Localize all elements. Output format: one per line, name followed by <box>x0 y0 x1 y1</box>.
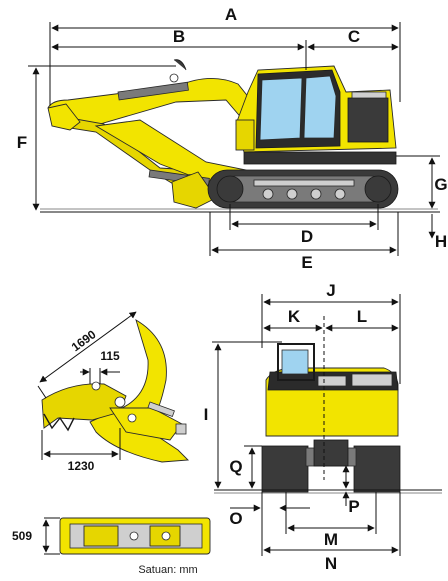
label-N: N <box>325 554 337 573</box>
side-view: A B C F G H D E <box>17 5 448 272</box>
label-F: F <box>17 133 27 152</box>
bucket-width-value: 1230 <box>68 459 95 473</box>
label-O: O <box>229 509 242 528</box>
excavator-track-side <box>207 169 399 209</box>
bucket-reach-line <box>39 311 137 383</box>
excavator-upper-body <box>235 65 397 165</box>
label-D: D <box>301 227 313 246</box>
left-track <box>261 445 309 493</box>
label-J: J <box>326 281 335 300</box>
label-C: C <box>348 27 360 46</box>
front-view: J K L I Q P O M N <box>204 281 442 573</box>
units-note: Satuan: mm <box>138 564 197 576</box>
label-A: A <box>225 5 237 24</box>
label-B: B <box>173 27 185 46</box>
label-E: E <box>301 253 312 272</box>
label-G: G <box>434 175 447 194</box>
label-P: P <box>348 497 359 516</box>
label-M: M <box>324 530 338 549</box>
right-track <box>353 445 401 493</box>
label-H: H <box>435 232 447 251</box>
label-Q: Q <box>229 457 242 476</box>
label-L: L <box>357 307 367 326</box>
bucket-height-value: 509 <box>12 529 32 543</box>
bucket-pin-value: 115 <box>100 349 120 363</box>
bucket-top-view: 509 <box>12 517 211 555</box>
label-I: I <box>204 405 209 424</box>
label-K: K <box>288 307 301 326</box>
bucket-side-view: 1690 115 1230 <box>37 311 190 473</box>
